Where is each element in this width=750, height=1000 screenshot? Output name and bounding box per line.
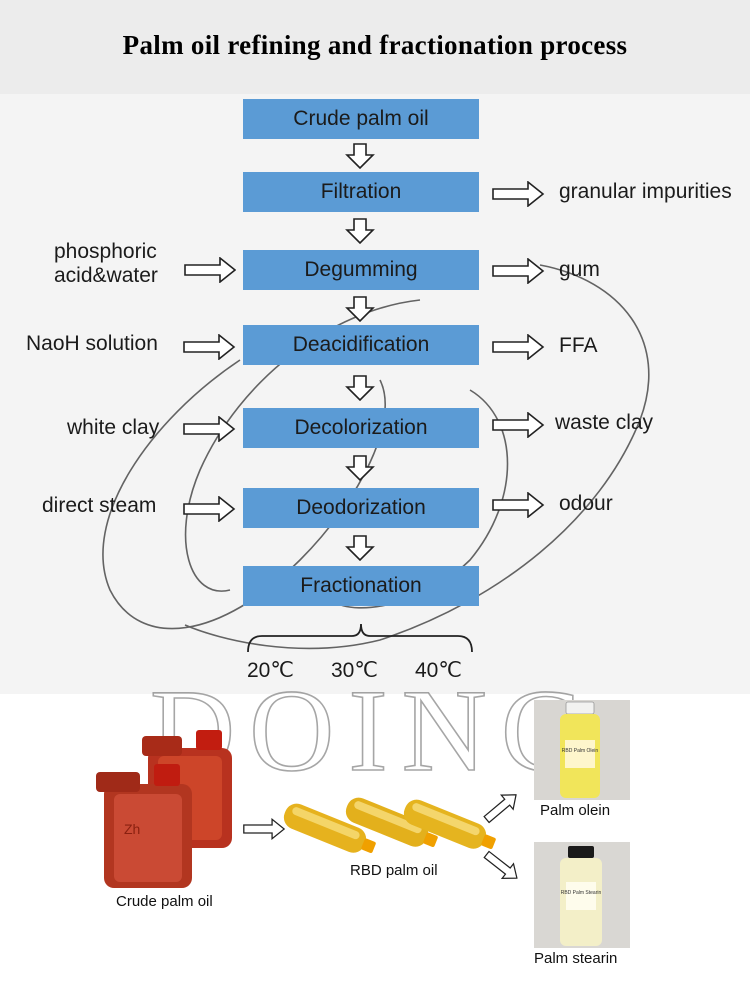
rbd-oil-bottles-image [283, 797, 496, 853]
olein-bottle-label: RBD Palm Olein [562, 748, 599, 754]
input-decolorization-label: white clay [67, 416, 160, 439]
step-fractionation: Fractionation [243, 566, 479, 606]
jug-mark: Zh [124, 821, 140, 837]
temperature-20: 20℃ [247, 659, 294, 682]
output-degumming-label: gum [559, 258, 600, 281]
temperature-30: 30℃ [331, 659, 378, 682]
title-band [0, 0, 750, 94]
step-crude-palm-oil: Crude palm oil [243, 99, 479, 139]
diagonal-arrow-icon [480, 846, 524, 887]
output-decolorization-label: waste clay [555, 411, 654, 434]
output-deodorization-label: odour [559, 492, 613, 515]
palm-olein-label: Palm olein [540, 802, 611, 819]
right-arrow-icon [243, 818, 285, 840]
palm-stearin-label: Palm stearin [534, 950, 618, 967]
step-filtration: Filtration [243, 172, 479, 212]
step-decolorization: Decolorization [243, 408, 479, 448]
crude-oil-label: Crude palm oil [116, 893, 213, 910]
input-deacidification-label: NaoH solution [26, 332, 158, 355]
input-deodorization-label: direct steam [42, 494, 157, 517]
page-title: Palm oil refining and fractionation proc… [122, 30, 628, 60]
diagonal-arrow-icon [479, 787, 523, 828]
crude-oil-jugs-image: Zh [96, 730, 232, 888]
step-deacidification: Deacidification [243, 325, 479, 365]
palm-stearin-bottle-image: RBD Palm Stearin [534, 842, 630, 948]
input-degumming-label: phosphoric acid&water [54, 240, 158, 288]
step-deodorization: Deodorization [243, 488, 479, 528]
rbd-oil-label: RBD palm oil [350, 862, 438, 879]
output-deacidification-label: FFA [559, 334, 598, 357]
temperature-40: 40℃ [415, 659, 462, 682]
stearin-bottle-label: RBD Palm Stearin [561, 890, 602, 896]
step-degumming: Degumming [243, 250, 479, 290]
output-filtration-label: granular impurities [559, 180, 732, 203]
palm-olein-bottle-image: RBD Palm Olein [534, 700, 630, 800]
